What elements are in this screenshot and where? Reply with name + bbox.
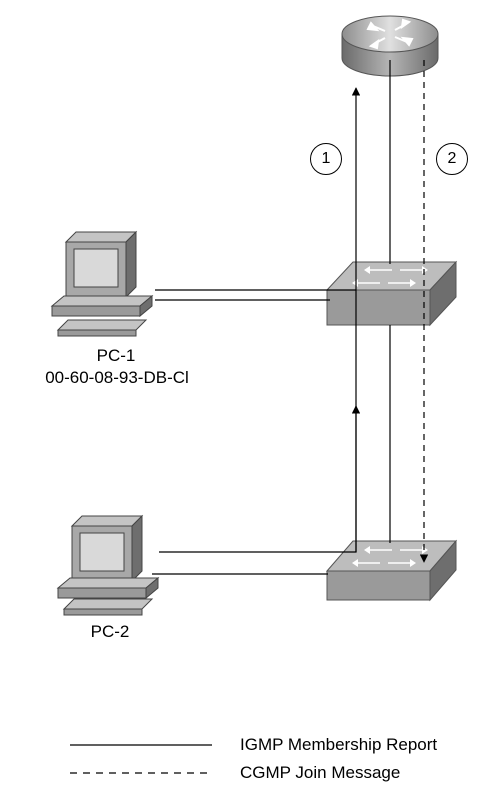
- step-2-badge: 2: [436, 143, 468, 175]
- switch-1-icon: [325, 260, 458, 327]
- igmp-report-arrow-pc2: [159, 405, 361, 553]
- switch-2-icon: [325, 539, 458, 602]
- legend-igmp-label: IGMP Membership Report: [240, 735, 438, 754]
- router-icon: [341, 15, 439, 77]
- pc-2-icon: [56, 514, 160, 616]
- step-1-badge: 1: [310, 143, 342, 175]
- pc-1-mac-address: 00-60-08-93-DB-Cl: [45, 368, 189, 387]
- legend-cgmp-label: CGMP Join Message: [240, 763, 401, 782]
- pc-1-label: PC-1: [96, 346, 136, 365]
- pc-1-icon: [50, 230, 154, 337]
- pc-2-label: PC-2: [90, 622, 130, 641]
